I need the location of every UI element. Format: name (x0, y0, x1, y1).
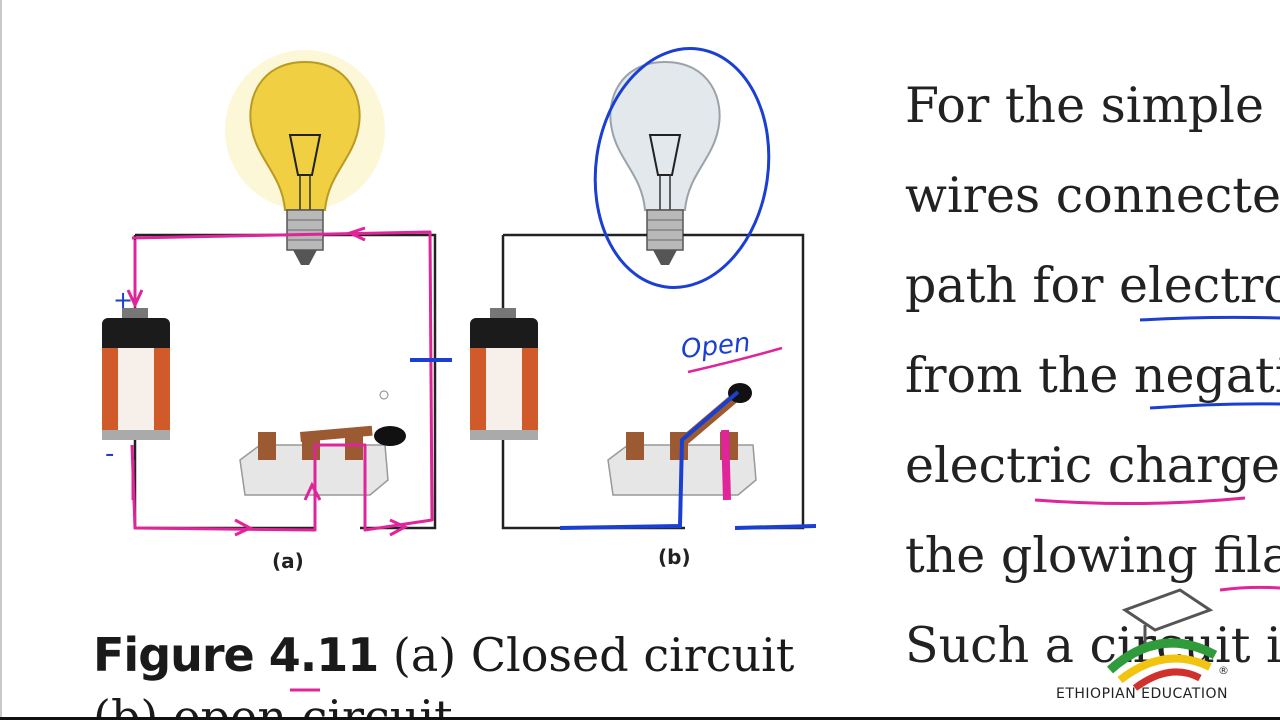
body-line: path for electron (905, 257, 1280, 314)
battery-b-icon (470, 308, 538, 440)
circuit-b: Open (b) (470, 47, 817, 569)
switch-closed-icon (239, 425, 406, 496)
plus-annotation: + (113, 286, 133, 314)
figure-label-a: (a) (272, 549, 304, 573)
body-line: wires connected (905, 167, 1280, 224)
body-text-column: For the simple c wires connected path fo… (905, 70, 1280, 700)
body-line: Such a circuit is (905, 617, 1280, 674)
current-path-annotation (130, 230, 434, 532)
body-line: the glowing fila (905, 527, 1280, 584)
open-path-annotation (559, 390, 740, 530)
caption-cut-line: (b) open circuit (93, 690, 453, 720)
filament-icon (288, 134, 322, 176)
body-line: from the negativ (905, 347, 1280, 404)
ethiopian-education-logo (1106, 588, 1218, 691)
figure-label-b: (b) (658, 545, 691, 569)
body-line: electric charge (905, 437, 1280, 494)
page-left-border (0, 0, 2, 720)
minus-annotation: - (105, 439, 114, 469)
caption-text: (a) Closed circuit (392, 628, 795, 682)
caption-number: Figure 4.11 (93, 628, 379, 682)
circuit-figure: + - (a) (102, 47, 817, 573)
graduation-cap-icon (1121, 588, 1214, 632)
bottom-border (0, 717, 1280, 720)
logo-text: ETHIOPIAN EDUCATION (1056, 686, 1228, 702)
registered-mark: ® (1218, 664, 1229, 677)
circuit-a: + - (a) (102, 50, 452, 573)
body-line: For the simple c (905, 77, 1280, 134)
text-underline-annotations (1034, 315, 1280, 592)
figure-caption: Figure 4.11 (a) Closed circuit (b) open … (93, 628, 795, 720)
bulb-circle-annotation (593, 47, 771, 289)
caption-underline-annotation (290, 688, 320, 692)
battery-a-icon (102, 308, 170, 440)
